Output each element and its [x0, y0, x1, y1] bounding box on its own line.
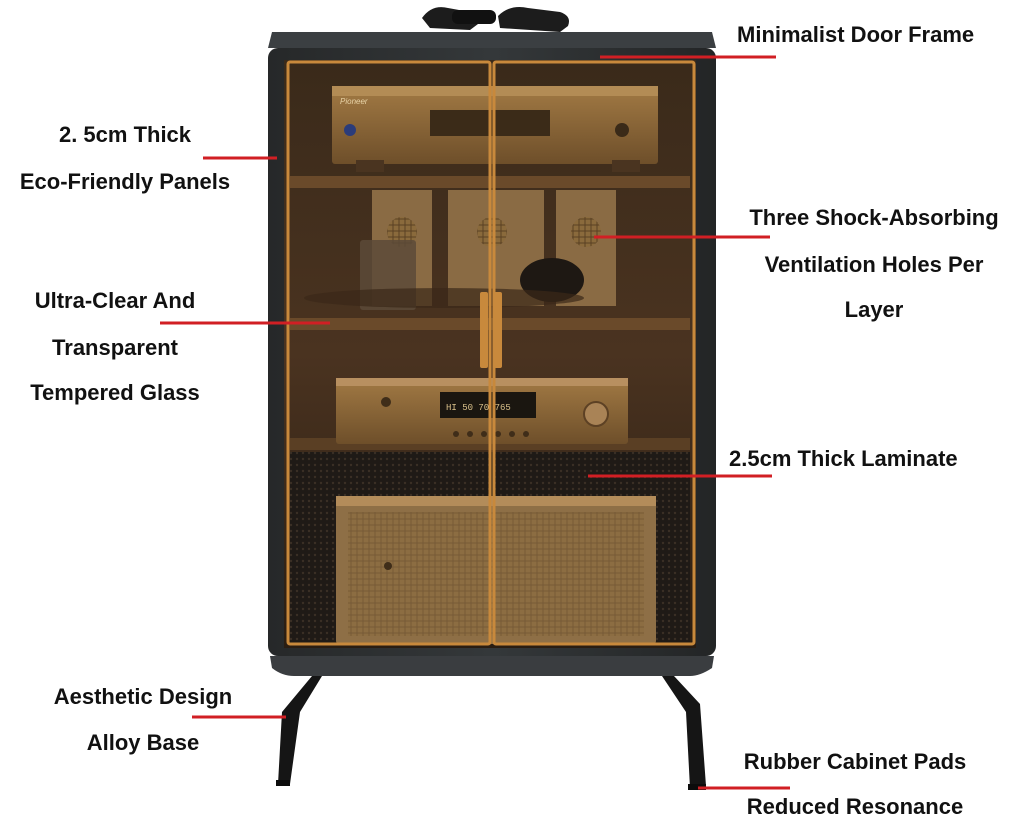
vent-hole-icon — [571, 217, 601, 247]
cabinet-top-slab — [268, 32, 716, 48]
callout-text: Eco-Friendly Panels — [19, 169, 231, 194]
rubber-pad-icon — [276, 780, 290, 786]
alloy-legs — [276, 676, 706, 790]
vent-hole-icon — [387, 217, 417, 247]
callout-text: Minimalist Door Frame — [737, 22, 975, 47]
callout-text: 2.5cm Thick Laminate — [729, 446, 958, 471]
callout-text: Ventilation Holes Per — [764, 252, 984, 277]
brand-badge: Pioneer — [340, 97, 368, 106]
callout-text: Transparent — [52, 335, 178, 360]
vent-hole-icon — [477, 217, 507, 247]
callout-text: Reduced Resonance — [746, 794, 964, 819]
power-knob-icon — [344, 124, 356, 136]
callout-text: Tempered Glass — [30, 380, 200, 405]
volume-knob-icon — [583, 401, 609, 427]
middle-device — [336, 378, 628, 444]
cabinet: Pioneer HI 50 70 765 — [268, 7, 716, 790]
leader-lines — [160, 55, 790, 790]
callout-text: Aesthetic Design — [53, 684, 233, 709]
door-handle-left[interactable] — [480, 292, 488, 368]
callout-text: Ultra-Clear And — [34, 288, 196, 313]
callout-text: Alloy Base — [86, 730, 200, 755]
callout-text: Rubber Cabinet Pads — [743, 749, 967, 774]
display-readout: HI 50 70 765 — [446, 403, 511, 413]
callout-text: Three Shock-Absorbing — [749, 205, 999, 230]
cabinet-base-slab — [270, 656, 714, 676]
display-window — [440, 392, 536, 418]
top-handle-icon — [422, 7, 569, 32]
vent-panels — [304, 190, 616, 310]
rubber-pad-icon — [688, 784, 706, 790]
door-handle-right[interactable] — [494, 292, 502, 368]
callout-text: 2. 5cm Thick — [58, 122, 192, 147]
callout-text: Layer — [844, 297, 904, 322]
bottom-device — [336, 496, 656, 644]
